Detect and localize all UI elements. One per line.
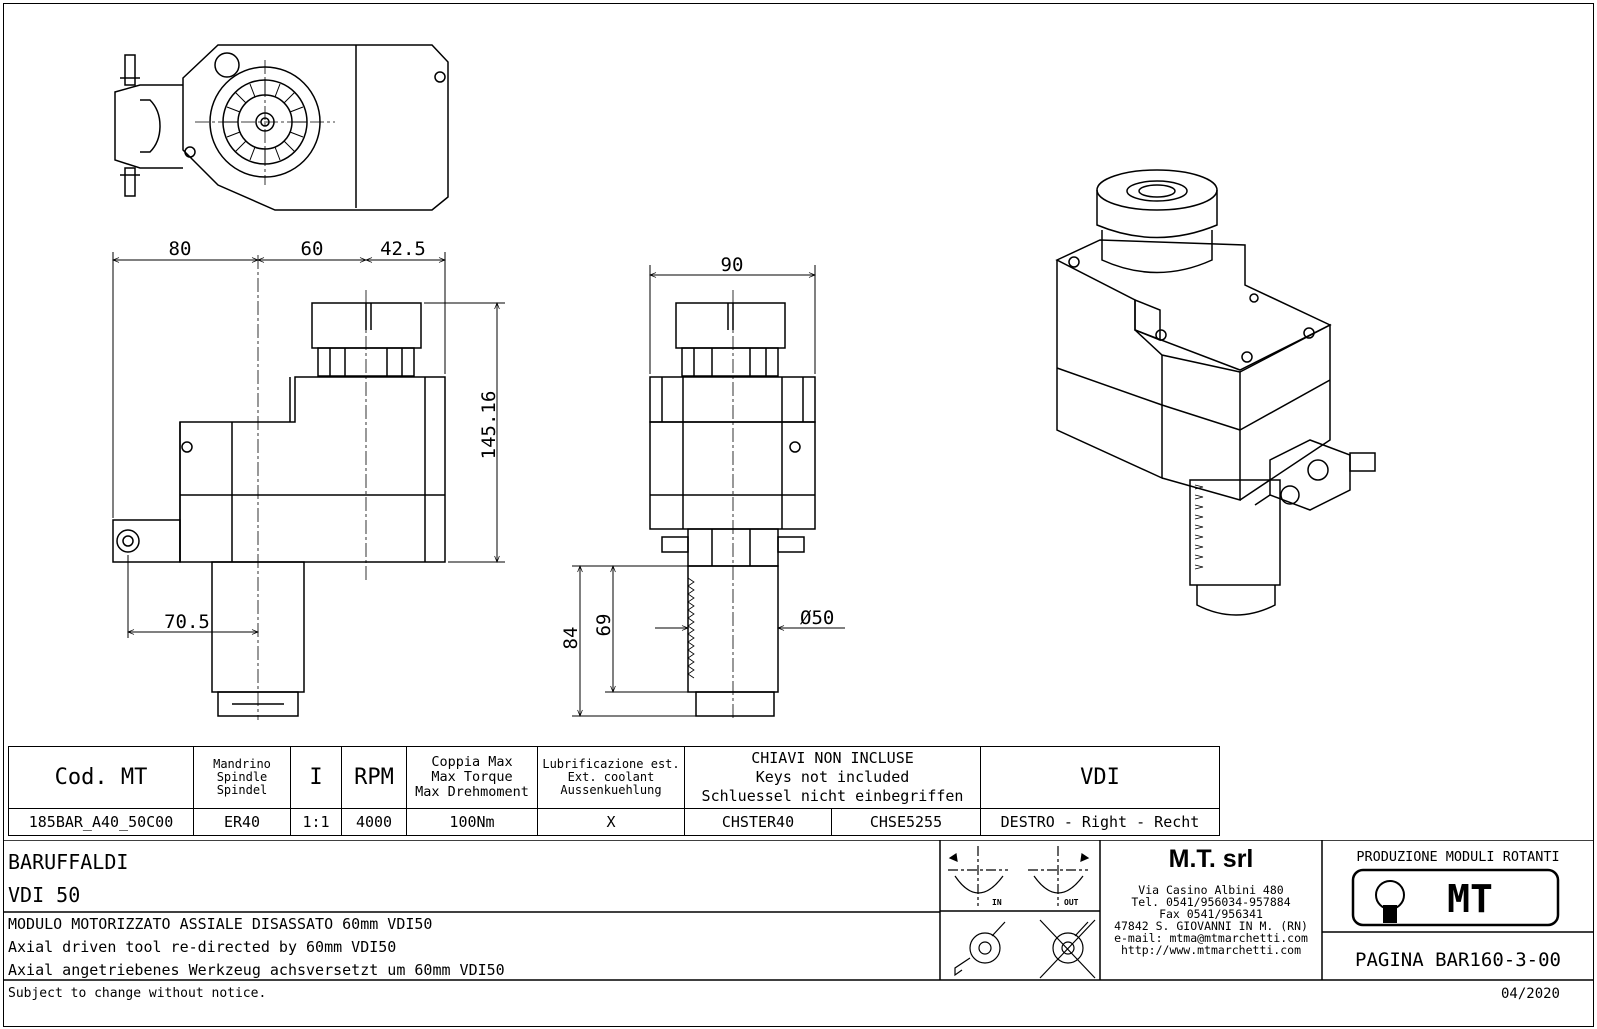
dim-90: 90 (721, 254, 744, 276)
brand-label: BARUFFALDI (8, 850, 129, 874)
production-label: PRODUZIONE MODULI ROTANTI (1356, 849, 1560, 865)
company-address: Via Casino Albini 480 Tel. 0541/956034-9… (1114, 883, 1308, 957)
vdi-label: VDI 50 (8, 883, 81, 907)
footer-notice: Subject to change without notice. (8, 986, 267, 1001)
value-torque: 100Nm (406, 808, 538, 836)
header-spindle: Mandrino Spindle Spindel (193, 746, 291, 809)
value-vdi: DESTRO - Right - Recht (980, 808, 1220, 836)
dim-69: 69 (593, 614, 615, 637)
description-en: Axial driven tool re-directed by 60mm VD… (8, 938, 397, 956)
header-keys: CHIAVI NON INCLUSE Keys not included Sch… (684, 746, 981, 809)
dim-60: 60 (301, 238, 324, 260)
dim-145-16: 145.16 (478, 391, 500, 460)
mt-logo: MT (1351, 868, 1560, 927)
rotation-icons (948, 846, 1096, 979)
header-cod: Cod. MT (8, 746, 194, 809)
rotation-in-label: IN (992, 898, 1002, 907)
description-de: Axial angetriebenes Werkzeug achsversetz… (8, 961, 505, 979)
dim-42-5: 42.5 (380, 238, 426, 260)
side-view (649, 290, 816, 720)
technical-drawing: 80 60 42.5 145.16 70.5 90 84 69 Ø50 (112, 44, 1376, 720)
header-torque: Coppia Max Max Torque Max Drehmoment (406, 746, 538, 809)
header-coolant: Lubrificazione est. Ext. coolant Aussenk… (537, 746, 685, 809)
page-code: PAGINA BAR160-3-00 (1355, 949, 1561, 971)
value-key1: CHSTER40 (684, 808, 832, 836)
top-view (114, 44, 449, 211)
value-key2: CHSE5255 (831, 808, 981, 836)
dimension-lines (112, 252, 845, 717)
dim-84: 84 (560, 627, 582, 650)
front-view (112, 255, 446, 720)
header-ratio: I (290, 746, 342, 809)
dim-80: 80 (169, 238, 192, 260)
value-spindle: ER40 (193, 808, 291, 836)
header-rpm: RPM (341, 746, 407, 809)
description-it: MODULO MOTORIZZATO ASSIALE DISASSATO 60m… (8, 915, 433, 933)
spec-table: Cod. MT Mandrino Spindle Spindel I RPM C… (8, 746, 1220, 836)
rotation-out-label: OUT (1064, 898, 1079, 907)
header-vdi: VDI (980, 746, 1220, 809)
isometric-view (1055, 169, 1376, 616)
svg-text:MT: MT (1447, 877, 1493, 921)
value-cod: 185BAR_A40_50C00 (8, 808, 194, 836)
value-ratio: 1:1 (290, 808, 342, 836)
value-coolant: X (537, 808, 685, 836)
dim-70-5: 70.5 (164, 611, 210, 633)
title-block-lines: MT (3, 840, 1594, 981)
dim-diameter-50: Ø50 (800, 607, 834, 629)
footer-date: 04/2020 (1500, 986, 1560, 1002)
drawing-frame (3, 3, 1594, 1027)
value-rpm: 4000 (341, 808, 407, 836)
company-name: M.T. srl (1168, 845, 1254, 873)
